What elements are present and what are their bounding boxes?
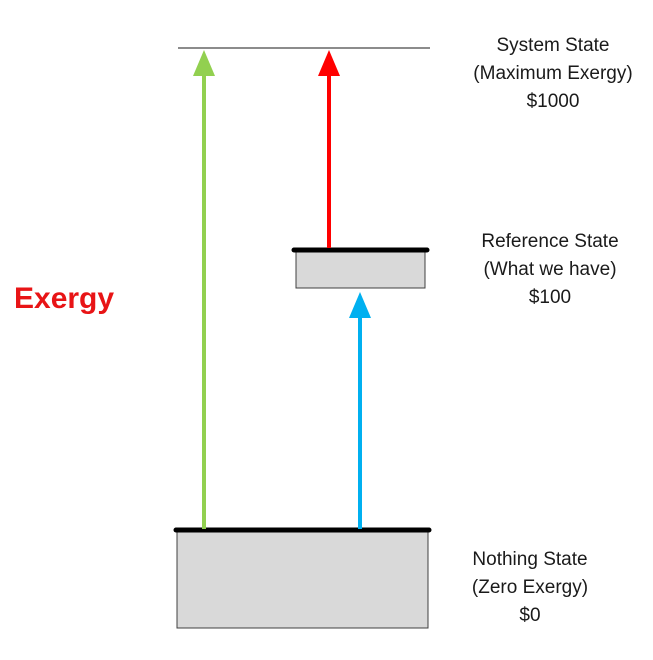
reference-state-desc: (What we have): [483, 259, 617, 280]
nothing-state-box: [176, 529, 429, 629]
red-arrow-reference-to-system: [318, 50, 340, 248]
exergy-label: Exergy: [14, 282, 115, 315]
nothing-state-desc: (Zero Exergy): [471, 577, 589, 598]
system-state-name: System State: [496, 35, 610, 56]
system-state-desc: (Maximum Exergy): [473, 63, 633, 84]
green-arrow-nothing-to-system: [193, 50, 215, 529]
blue-arrow-nothing-to-reference: [349, 292, 371, 529]
nothing-state-name: Nothing State: [472, 549, 588, 570]
system-state-label: System State (Maximum Exergy) $1000: [453, 32, 653, 116]
reference-state-box: [295, 249, 426, 289]
nothing-state-label: Nothing State (Zero Exergy) $0: [430, 546, 630, 630]
nothing-state-value: $0: [519, 605, 541, 626]
reference-state-label: Reference State (What we have) $100: [450, 228, 650, 312]
reference-state-name: Reference State: [481, 231, 619, 252]
system-state-value: $1000: [526, 91, 580, 112]
reference-state-value: $100: [528, 287, 572, 308]
